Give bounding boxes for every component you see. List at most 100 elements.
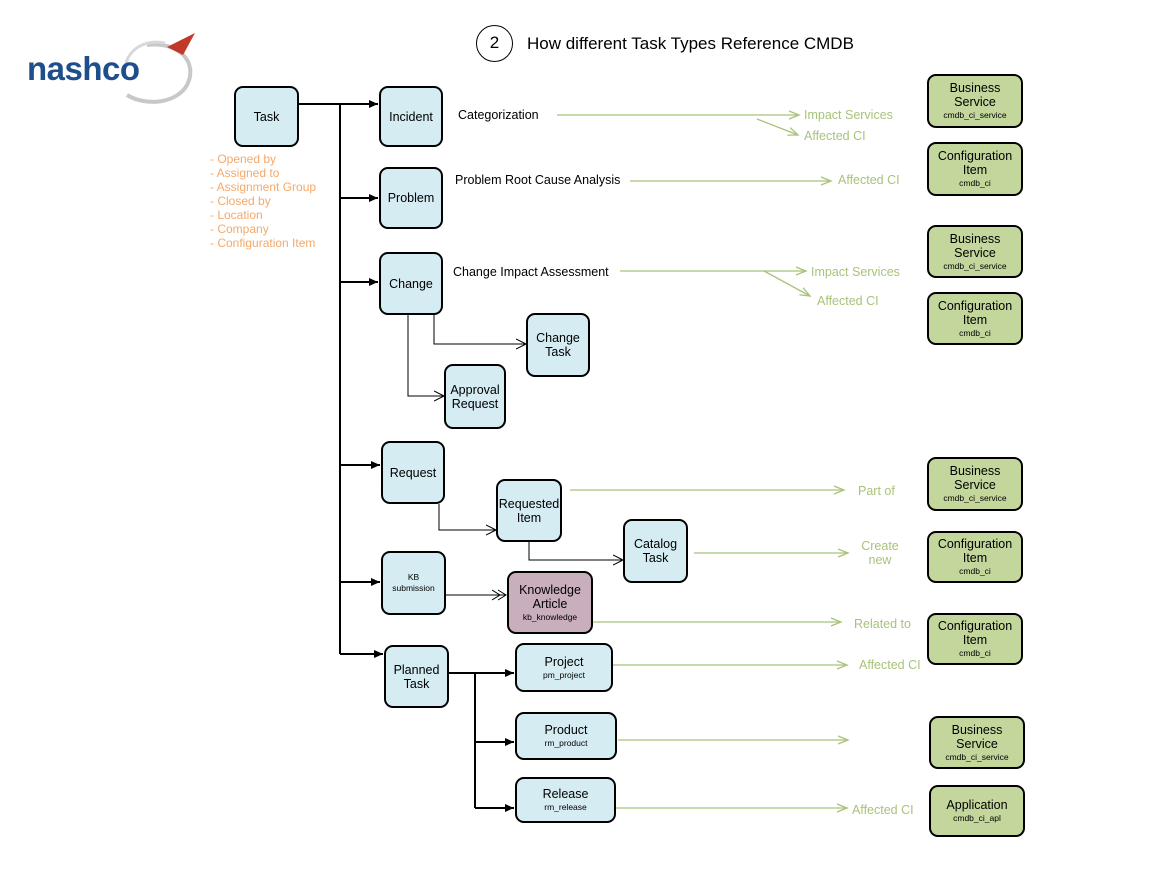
business-table-name: cmdb_ci_service — [943, 260, 1007, 271]
project-label: Project — [544, 654, 584, 669]
change-impact-services-label: Impact Services — [811, 265, 900, 279]
kb-label-line1: KB — [407, 572, 420, 582]
business-label-line1: Business — [951, 722, 1003, 737]
approval-label-line2: Request — [451, 396, 499, 411]
application-box: Application cmdb_ci_apl — [929, 785, 1025, 837]
problem-label: Problem — [387, 191, 435, 205]
change-task-label-line2: Task — [545, 345, 571, 359]
approval-label-line1: Approval — [450, 382, 500, 397]
problem-node: Problem — [379, 167, 443, 229]
configuration-item-box: Configuration Item cmdb_ci — [927, 142, 1023, 196]
product-node: Product rm_product — [515, 712, 617, 760]
config-label-line2: Item — [962, 633, 988, 647]
task-hierarchy-lines — [298, 100, 383, 658]
business-service-box: Business Service cmdb_ci_service — [927, 74, 1023, 128]
release-node: Release rm_release — [515, 777, 616, 823]
create-new-label: Create new — [852, 539, 908, 567]
planned-task-lines — [449, 669, 514, 812]
task-node: Task — [234, 86, 299, 147]
request-node: Request — [381, 441, 445, 504]
logo-text: nashco — [27, 50, 140, 87]
product-label: Product — [544, 723, 588, 737]
task-attribute: - Opened by — [210, 152, 277, 166]
change-affected-ci-label: Affected CI — [817, 294, 879, 308]
incident-label: Incident — [389, 109, 433, 124]
config-table-name: cmdb_ci — [959, 327, 991, 338]
config-label-line2: Item — [962, 312, 988, 327]
application-label: Application — [946, 798, 1008, 812]
knowledge-label-line2: Article — [532, 596, 568, 611]
request-label: Request — [389, 465, 437, 480]
planned-label-line2: Task — [403, 676, 430, 691]
kb-submission-node: KB submission — [381, 551, 446, 615]
config-label-line1: Configuration — [937, 619, 1013, 633]
requested-item-node: Requested Item — [496, 479, 562, 542]
task-attribute: - Configuration Item — [210, 236, 316, 250]
project-affected-ci-label: Affected CI — [859, 658, 921, 672]
catalog-task-label-line2: Task — [642, 551, 669, 565]
create-label: Create — [861, 539, 899, 553]
application-table-name: cmdb_ci_apl — [953, 813, 1001, 823]
requested-item-label-line2: Item — [516, 510, 542, 525]
task-label: Task — [253, 109, 280, 124]
step-number-badge: 2 — [476, 25, 513, 62]
knowledge-table-name: kb_knowledge — [522, 611, 578, 622]
catalog-task-label-line1: Catalog — [633, 537, 678, 551]
product-table-name: rm_product — [544, 738, 588, 748]
part-of-label: Part of — [858, 484, 895, 498]
task-attribute: - Assignment Group — [210, 180, 317, 194]
knowledge-label-line1: Knowledge — [519, 582, 581, 597]
problem-affected-ci-label: Affected CI — [838, 173, 900, 187]
categorization-label: Categorization — [458, 108, 539, 122]
logo-swirl-icon — [123, 33, 195, 104]
incident-impact-services-label: Impact Services — [804, 108, 893, 122]
business-table-name: cmdb_ci_service — [943, 110, 1007, 120]
change-impact-label: Change Impact Assessment — [453, 265, 609, 279]
config-label-line1: Configuration — [937, 537, 1013, 551]
change-task-node: Change Task — [526, 313, 590, 377]
approval-request-node: Approval Request — [444, 364, 506, 429]
project-node: Project pm_project — [515, 643, 613, 692]
business-table-name: cmdb_ci_service — [945, 751, 1009, 762]
config-table-name: cmdb_ci — [959, 566, 991, 576]
task-attribute: - Closed by — [210, 194, 271, 208]
business-label-line2: Service — [954, 478, 996, 492]
config-label-line2: Item — [962, 551, 988, 565]
page-title: How different Task Types Reference CMDB — [527, 34, 854, 53]
change-task-label-line1: Change — [536, 331, 580, 345]
business-label-line2: Service — [954, 95, 996, 109]
incident-affected-ci-label: Affected CI — [804, 129, 866, 143]
planned-label-line1: Planned — [393, 662, 440, 677]
change-label: Change — [389, 276, 433, 291]
business-service-box: Business Service cmdb_ci_service — [927, 225, 1023, 278]
incident-node: Incident — [379, 86, 443, 147]
new-label: new — [868, 553, 892, 567]
change-node: Change — [379, 252, 443, 315]
business-label-line1: Business — [949, 231, 1001, 246]
business-label-line1: Business — [949, 464, 1001, 478]
config-label-line1: Configuration — [937, 298, 1013, 313]
config-table-name: cmdb_ci — [959, 178, 991, 188]
change-sub-lines — [407, 315, 623, 595]
business-label-line1: Business — [949, 81, 1001, 95]
nashco-logo: nashco — [27, 33, 202, 108]
problem-rca-label: Problem Root Cause Analysis — [455, 173, 621, 187]
task-attribute: - Location — [210, 208, 263, 222]
task-attribute: - Company — [210, 222, 269, 236]
related-to-label: Related to — [854, 617, 911, 631]
business-service-box: Business Service cmdb_ci_service — [929, 716, 1025, 769]
config-label-line2: Item — [962, 163, 988, 177]
cmdb-relation-lines — [557, 115, 848, 808]
kb-label-line2: submission — [392, 583, 435, 593]
config-table-name: cmdb_ci — [959, 648, 991, 658]
business-service-box: Business Service cmdb_ci_service — [927, 457, 1023, 511]
task-attribute: - Assigned to — [210, 166, 280, 180]
requested-item-label-line1: Requested — [498, 496, 560, 511]
configuration-item-box: Configuration Item cmdb_ci — [927, 292, 1023, 345]
configuration-item-box: Configuration Item cmdb_ci — [927, 531, 1023, 583]
task-attribute-list: - Opened by - Assigned to - Assignment G… — [210, 152, 316, 250]
catalog-task-node: Catalog Task — [623, 519, 688, 583]
release-affected-ci-label: Affected CI — [852, 803, 914, 817]
release-label: Release — [542, 787, 589, 801]
